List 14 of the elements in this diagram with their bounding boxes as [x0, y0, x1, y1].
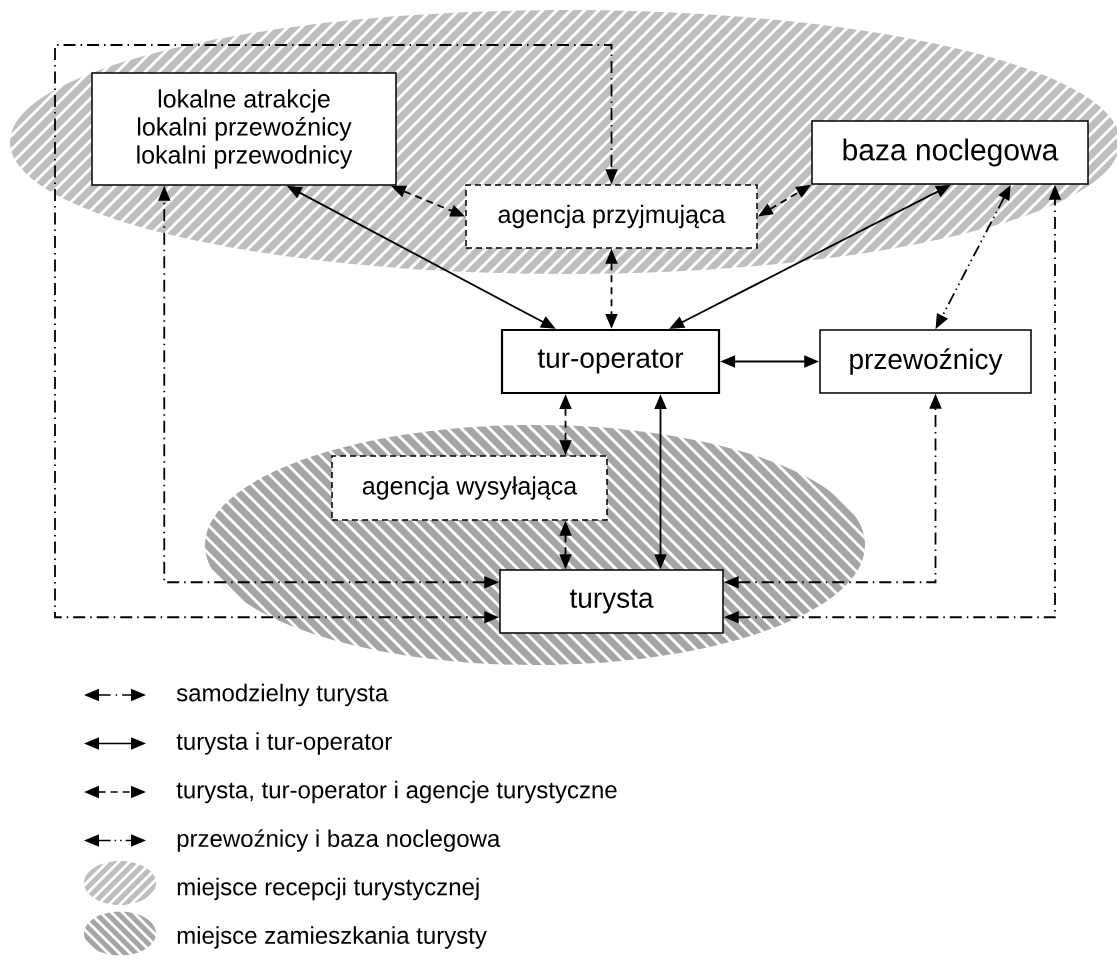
local-services-box: lokalne atrakcje lokalni przewoźnicy lokalni przewodnicy — [91, 72, 397, 186]
legend-text: samodzielny turysta — [176, 683, 389, 707]
legend-text: przewoźnicy i baza noclegowa — [177, 829, 501, 852]
legend-text: turysta i tur-operator — [176, 732, 392, 755]
legend-text: miejsce recepcji turystycznej — [177, 877, 479, 901]
operator-box: tur-operator — [500, 328, 721, 395]
carrier-box: przewoźnicy — [819, 329, 1032, 394]
arrow — [54, 44, 618, 624]
accommodation-box: baza noclegowa — [811, 120, 1089, 185]
agency-box: agencja przyjmująca — [465, 184, 758, 249]
agency-box: agencja wysyłająca — [331, 455, 608, 521]
legend-text: turysta, tur-operator i agencje turystyczne — [176, 780, 617, 804]
tourist-box: turysta — [499, 569, 724, 634]
legend-text: miejsce zamieszkania turysty — [177, 926, 487, 949]
